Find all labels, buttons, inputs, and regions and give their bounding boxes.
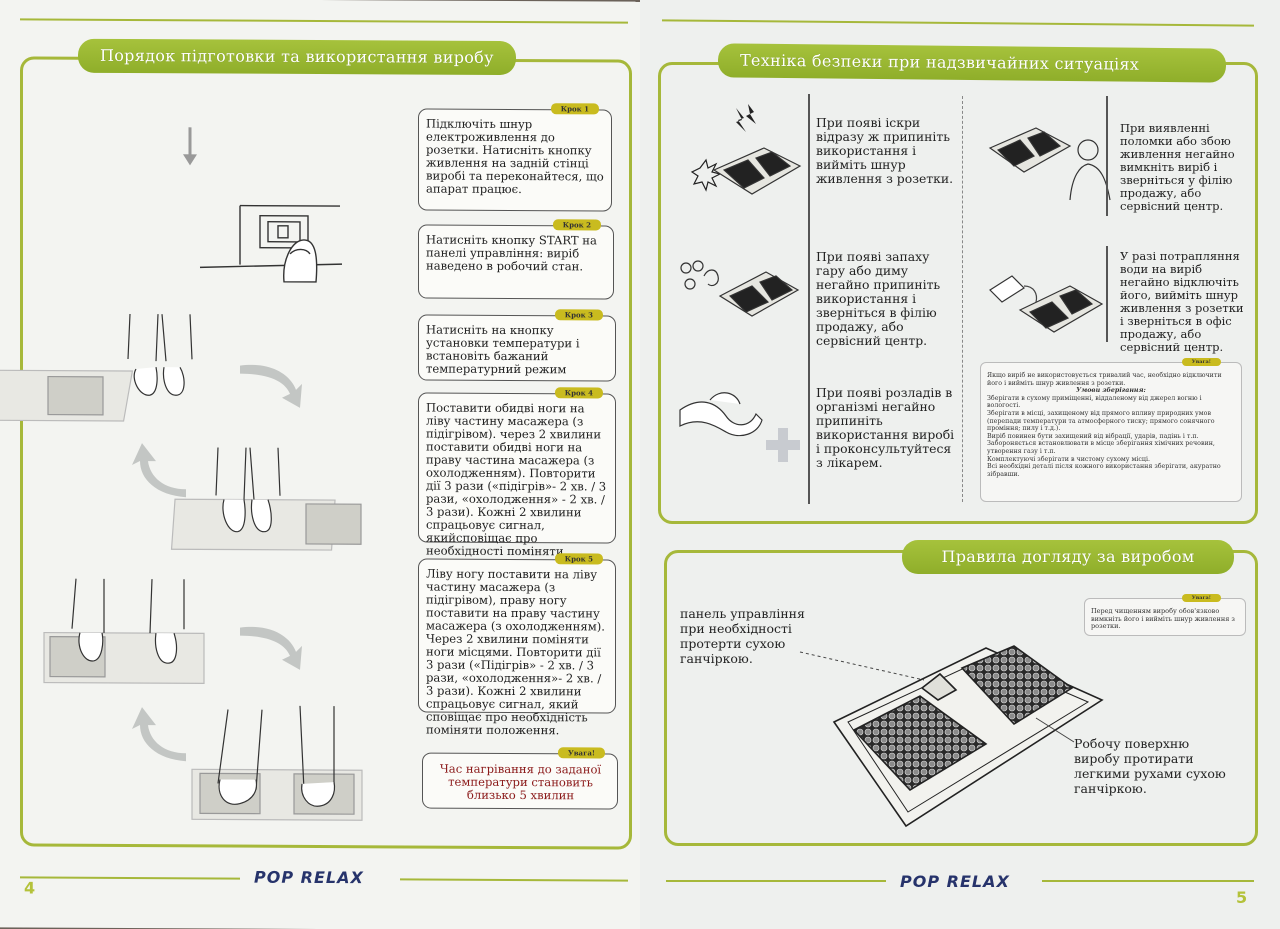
water-pour-icon (989, 275, 1038, 303)
note-line: Зберігати в сухому приміщенні, віддалено… (987, 394, 1202, 410)
note-line: Якщо виріб не використовується тривалий … (987, 372, 1222, 387)
brand-logo: POP RELAX (900, 872, 1010, 891)
step-2-box: Крок 2 Натисніть кнопку START на панелі … (418, 219, 614, 300)
massager-device-icon (832, 645, 1104, 828)
page-number: 5 (1236, 888, 1248, 907)
safety-item: При появі іскри відразу ж припиніть вико… (816, 115, 954, 186)
warning-tag: Увага! (558, 747, 605, 759)
panel-pointer-line (799, 651, 925, 681)
note-line: Всі необхідні деталі після кожного викор… (987, 463, 1221, 478)
down-arrow-icon (183, 127, 197, 166)
step-tag: Крок 4 (554, 387, 603, 399)
column-divider (1106, 246, 1108, 342)
brand-logo: POP RELAX (254, 867, 364, 888)
column-divider (1106, 96, 1108, 216)
curved-arrow-icon (132, 364, 302, 762)
massager-mat-icon (712, 147, 802, 195)
note-line: Забороняється встановлювати в місце збер… (987, 440, 1215, 455)
note-line: Комплектуючі зберігати в чистому сухому … (987, 455, 1150, 463)
massager-mat-icon (988, 127, 1072, 173)
hands-icon (679, 392, 763, 437)
warning-text: Час нагрівання до заданої температури ст… (439, 761, 602, 803)
feet-both-left-mat-icon (0, 313, 193, 422)
step-text: Натисніть кнопку START на панелі управлі… (426, 232, 597, 274)
page-number: 4 (24, 878, 36, 898)
care-title: Правила догляду за виробом (902, 540, 1234, 574)
note-tag: Увага! (1181, 594, 1221, 602)
right-page: Техніка безпеки при надзвичайних ситуаці… (640, 0, 1280, 929)
safety-item: При появі розладів в організмі негайно п… (816, 385, 955, 470)
left-page: Порядок підготовки та використання вироб… (0, 0, 640, 929)
power-socket-icon (199, 204, 343, 269)
warning-box: Увага! Час нагрівання до заданої темпера… (422, 747, 618, 810)
smoke-icon (680, 260, 719, 290)
surface-label: Робочу поверхню виробу протирати легкими… (1074, 736, 1226, 796)
step-tag: Крок 5 (554, 553, 603, 565)
safety-illustrations (679, 104, 1111, 462)
step-text: Підключіть шнур електроживлення до розет… (426, 116, 604, 197)
note-tag: Увага! (1181, 358, 1221, 366)
surface-pointer-line (1035, 717, 1075, 743)
step-3-box: Крок 3 Натисніть на кнопку установки тем… (418, 309, 616, 382)
footer-rule (1042, 880, 1254, 882)
step-1-box: Крок 1 Підключіть шнур електроживлення д… (418, 103, 612, 212)
massager-mat-icon (718, 271, 800, 317)
step-5-box: Крок 5 Ліву ногу поставити на ліву части… (418, 553, 616, 737)
footer-rule (666, 880, 886, 882)
safety-item: При виявленні поломки або збою живлення … (1120, 121, 1235, 213)
note-line: Виріб повинен бути захищений від вібраці… (987, 432, 1199, 440)
column-divider (962, 96, 963, 502)
note-line: Умови зберігання: (1076, 387, 1146, 395)
step-text: Ліву ногу поставити на ліву частину маса… (426, 566, 605, 738)
safety-item: При появі запаху гару або диму негайно п… (816, 249, 941, 348)
person-icon (1069, 139, 1111, 201)
step-tag: Крок 1 (550, 103, 599, 115)
massager-mat-icon (1018, 285, 1104, 333)
step-text: Натисніть на кнопку установки температур… (426, 322, 580, 377)
feet-split-icon (43, 578, 205, 684)
step-tag: Крок 3 (554, 309, 603, 321)
care-note-box: Увага! Перед чищенням виробу обов'язково… (1084, 594, 1246, 636)
usage-illustrations (0, 127, 363, 821)
finger-icon (283, 239, 318, 283)
spark-icon (690, 104, 756, 192)
step-tag: Крок 2 (552, 219, 601, 231)
care-note-text: Перед чищенням виробу обов'язково вимкні… (1091, 607, 1235, 631)
feet-both-right-mat-icon (170, 447, 362, 551)
column-divider (808, 94, 810, 504)
panel-label: панель управління при необхідності проте… (680, 606, 805, 666)
massager-illustration (799, 645, 1104, 828)
storage-note-box: Увага! Якщо виріб не використовується тр… (980, 358, 1242, 502)
note-line: Зберігати в місці, захищеному від прямог… (987, 409, 1215, 433)
safety-item: У разі потрапляння води на виріб негайно… (1120, 249, 1244, 354)
feet-split-swap-icon (191, 705, 363, 821)
plus-icon (766, 428, 800, 462)
step-4-box: Крок 4 Поставити обидві ноги на ліву час… (418, 387, 616, 571)
